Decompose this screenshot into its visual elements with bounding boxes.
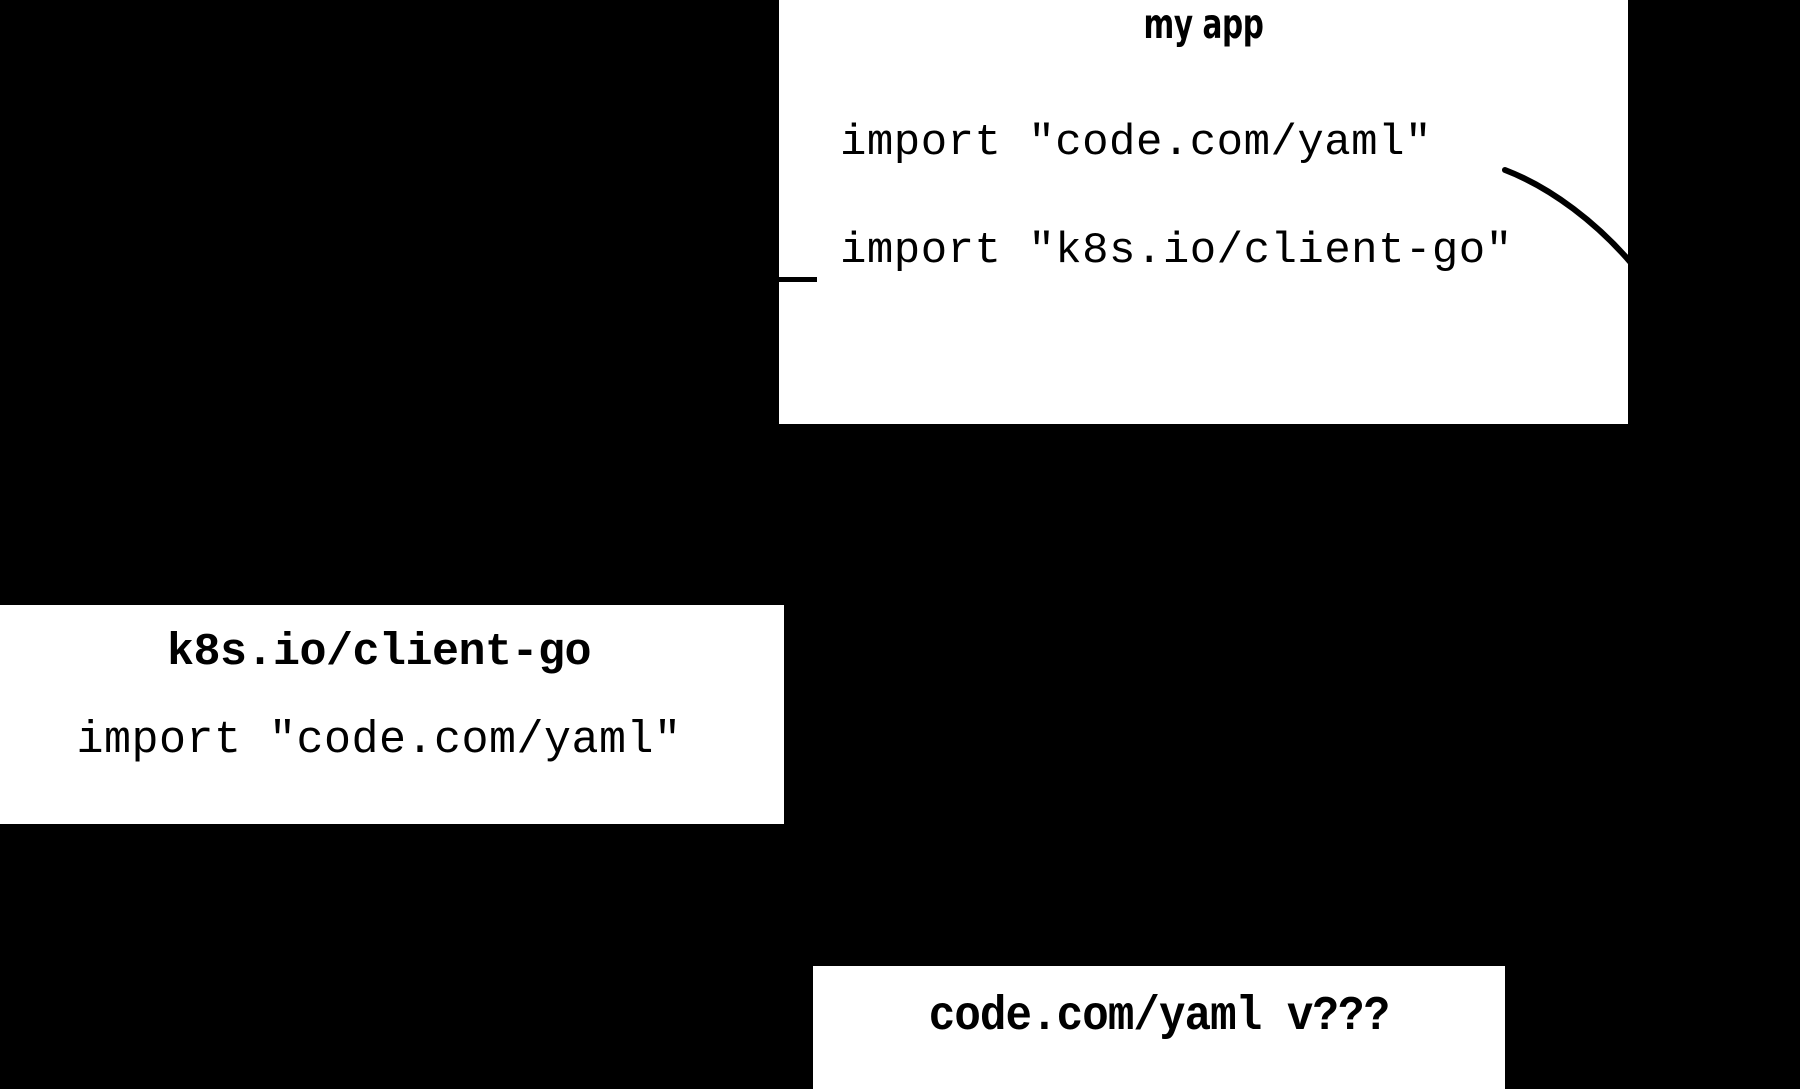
node-my-app-title: my app [1143,0,1264,48]
node-k8s-client-go-import-line-1: import "code.com/yaml" [76,715,682,766]
node-code-com-yaml[interactable]: code.com/yaml v??? [813,966,1505,1089]
node-code-com-yaml-title: code.com/yaml v??? [928,990,1390,1044]
node-my-app[interactable]: my app import "code.com/yaml" import "k8… [779,0,1628,424]
node-my-app-import-line-1: import "code.com/yaml" [840,118,1432,168]
node-k8s-client-go-title: k8s.io/client-go [166,627,592,678]
edge-my-app-to-k8s-client-go [779,277,817,282]
edge-my-app-to-code-com-yaml [1502,167,1635,267]
node-k8s-client-go[interactable]: k8s.io/client-go import "code.com/yaml" [0,605,784,824]
node-my-app-import-line-2: import "k8s.io/client-go" [840,226,1513,276]
